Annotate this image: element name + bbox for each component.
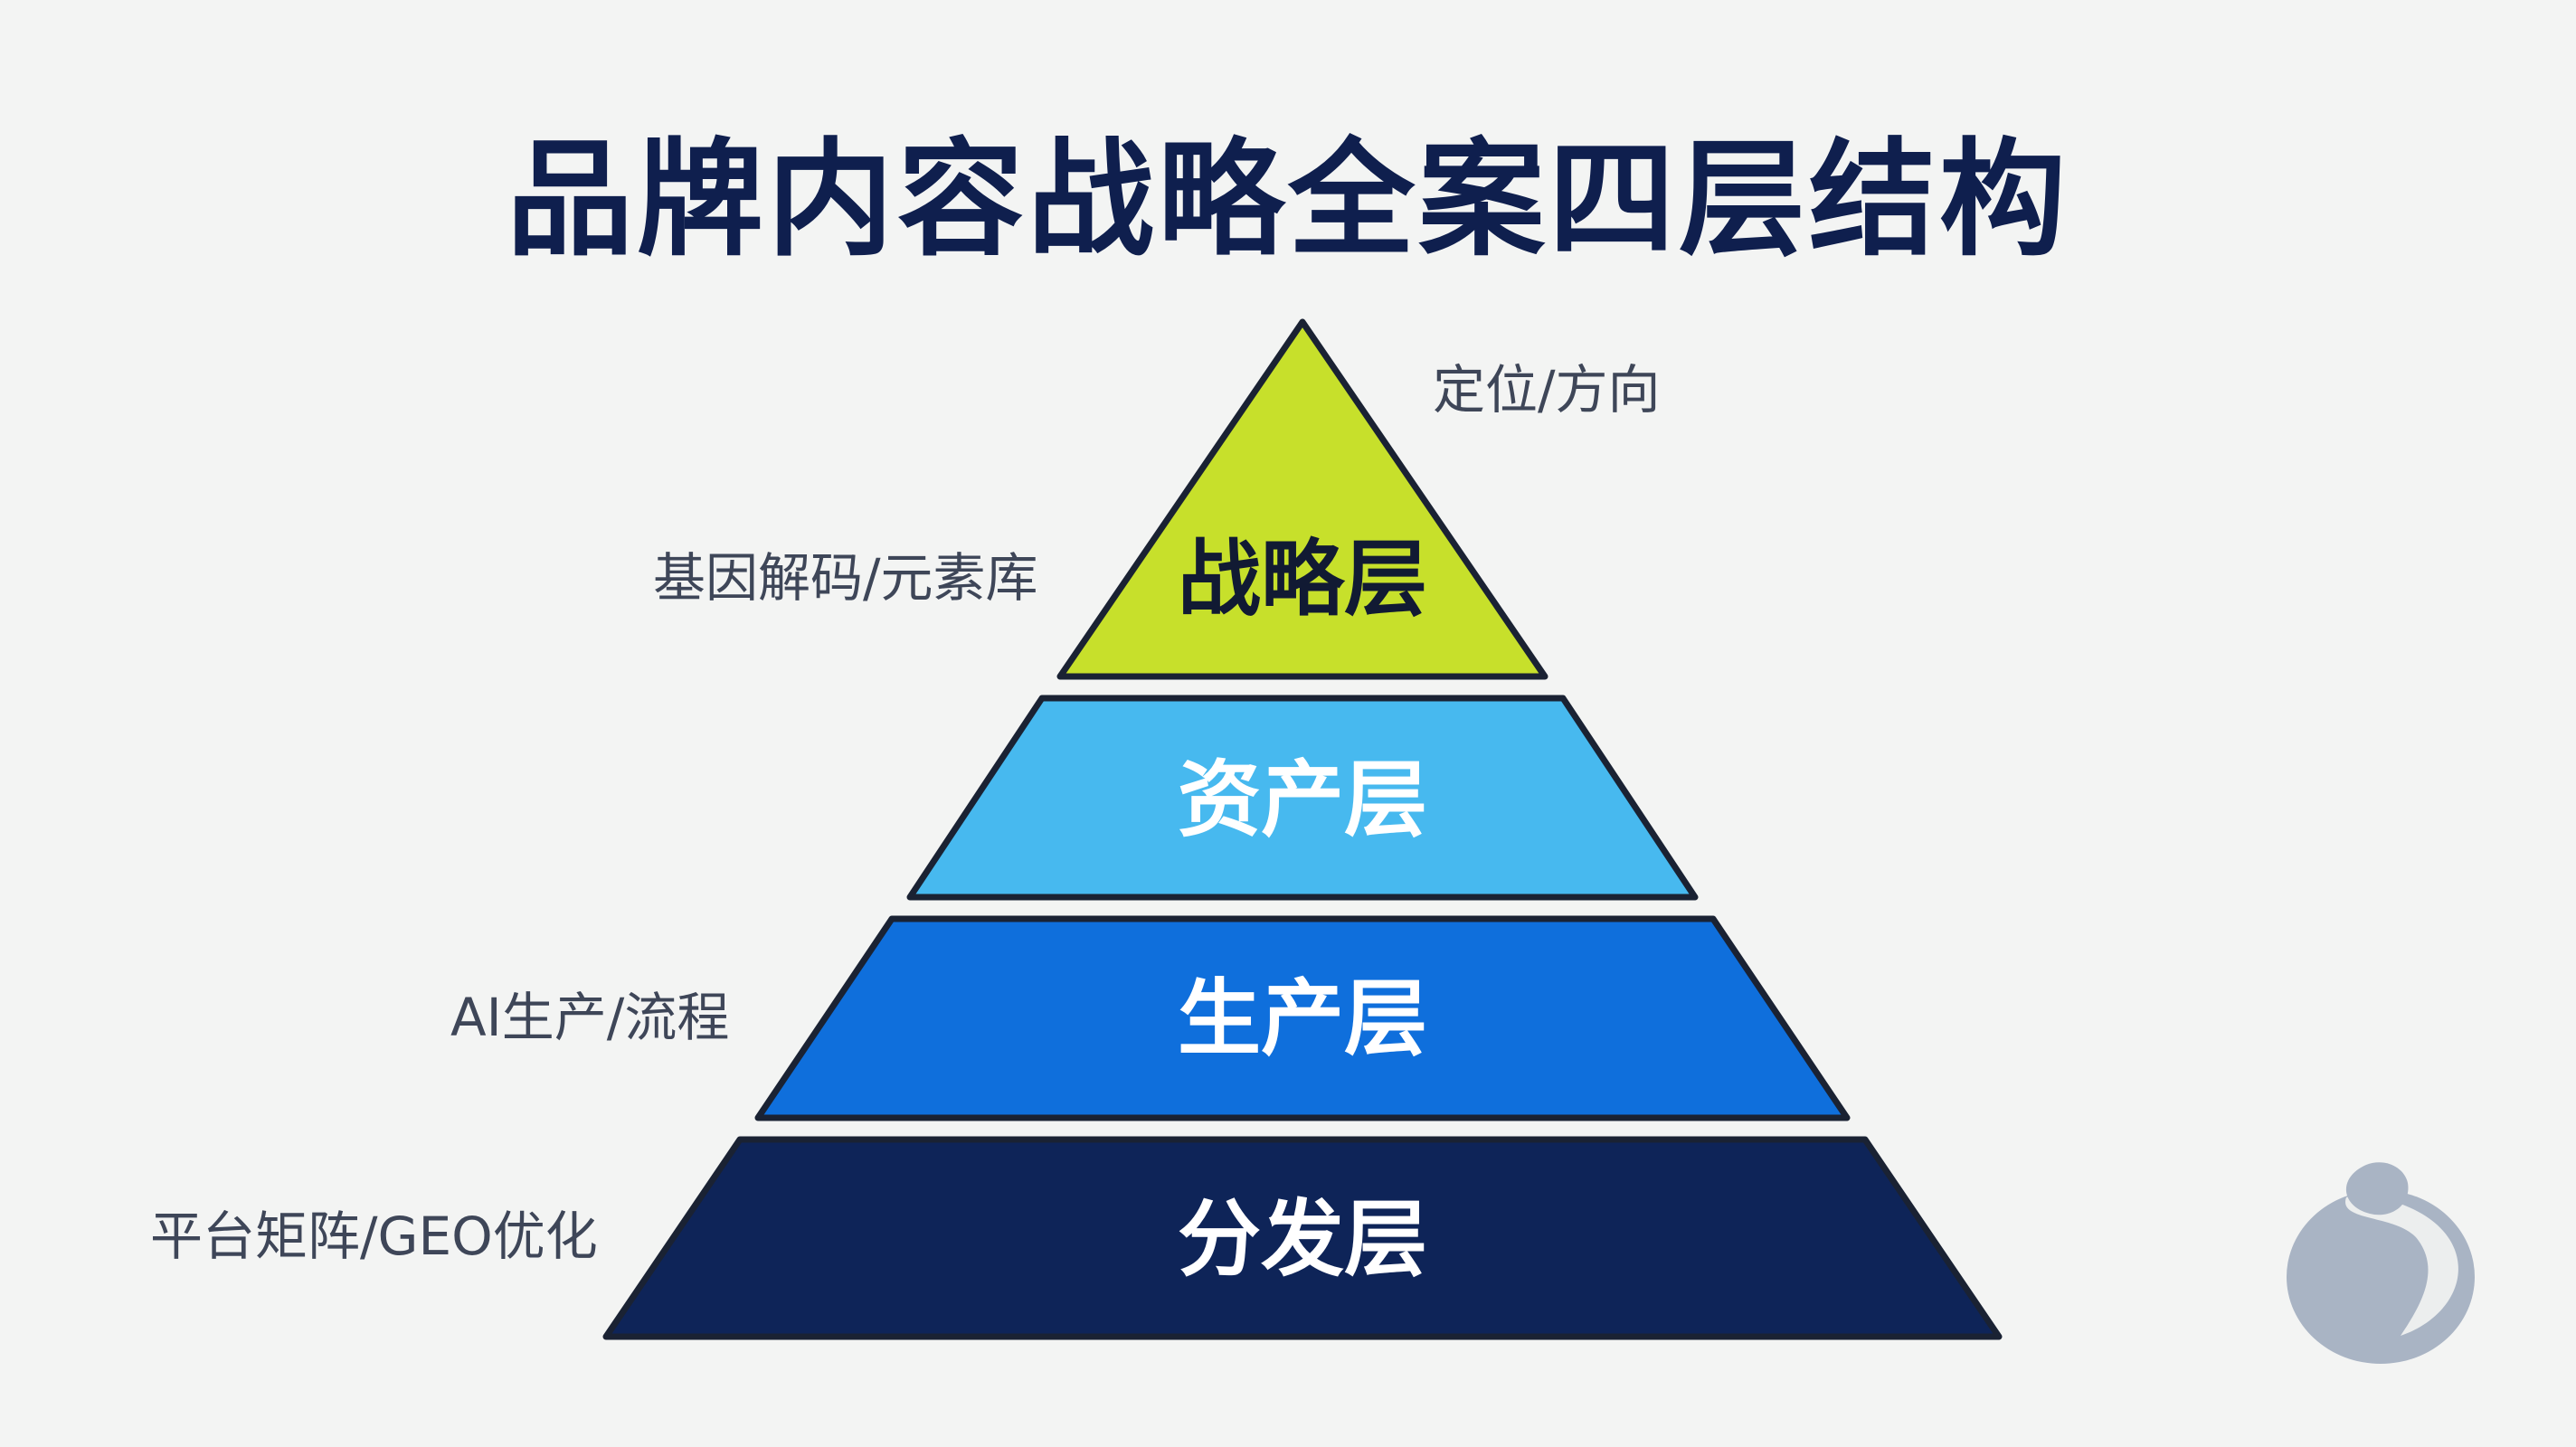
page-title: 品牌内容战略全案四层结构 bbox=[506, 127, 2069, 274]
layer-distribution-label: 分发层 bbox=[1178, 1191, 1427, 1288]
layer-production bbox=[754, 915, 1851, 1121]
logo-swirl bbox=[2345, 1195, 2458, 1336]
annotation-positioning: 定位/方向 bbox=[1433, 359, 1661, 421]
layer-production-label: 生产层 bbox=[1178, 970, 1427, 1067]
layer-strategy bbox=[1056, 318, 1548, 680]
layer-asset bbox=[906, 695, 1699, 901]
layer-asset-label: 资产层 bbox=[1178, 752, 1427, 848]
annotation-platform: 平台矩阵/GEO优化 bbox=[150, 1206, 598, 1267]
brand-logo-icon bbox=[2287, 1162, 2475, 1364]
layer-distribution bbox=[602, 1136, 2003, 1340]
layer-strategy-label: 战略层 bbox=[1178, 531, 1427, 628]
annotation-ai-production: AI生产/流程 bbox=[450, 987, 730, 1048]
logo-head bbox=[2345, 1162, 2409, 1215]
annotation-gene: 基因解码/元素库 bbox=[653, 547, 1038, 609]
